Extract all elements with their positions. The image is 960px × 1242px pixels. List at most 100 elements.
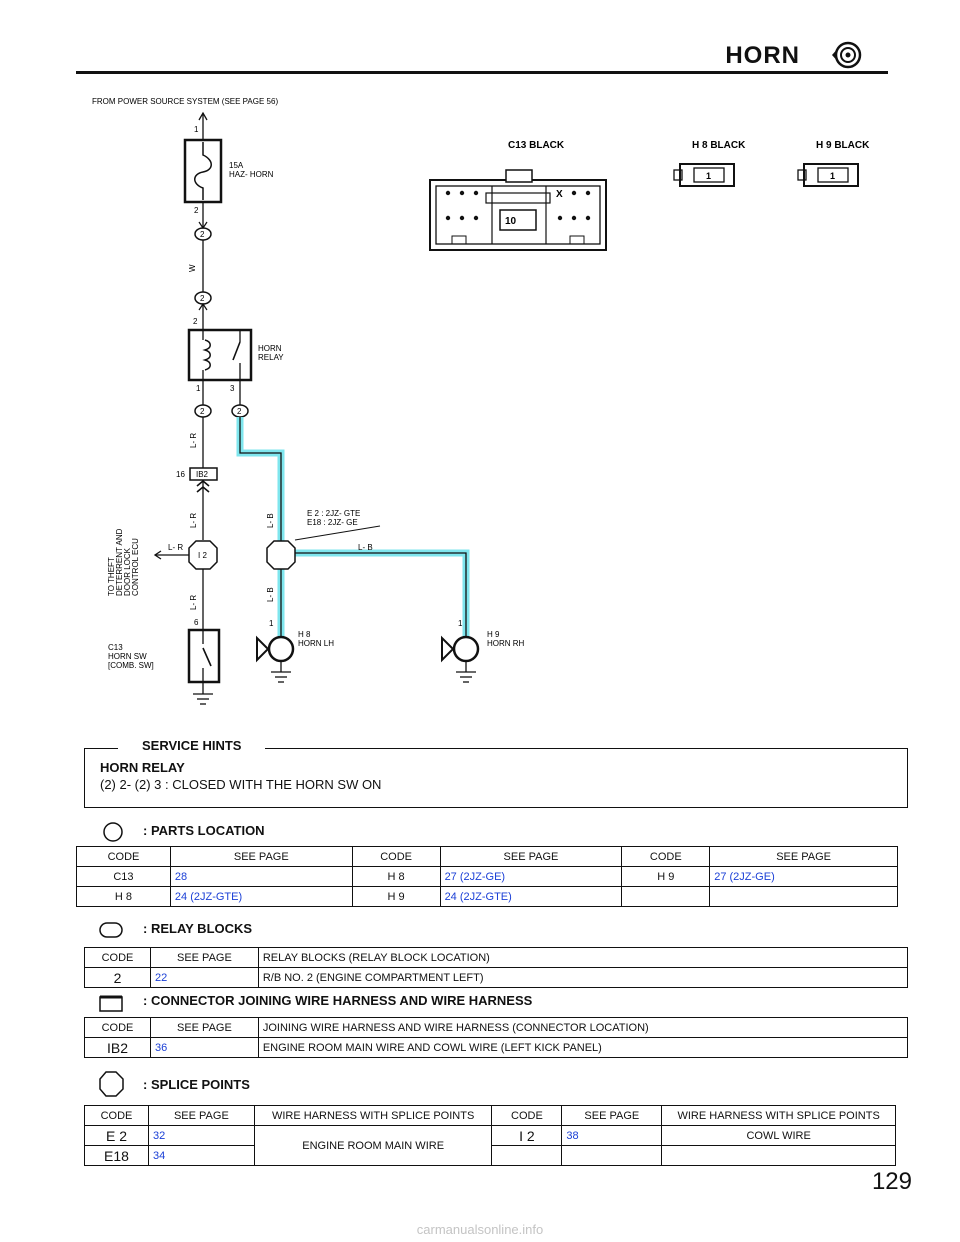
splice-octagon-icon (99, 1071, 124, 1097)
h8-connector-title: H 8 BLACK (692, 140, 746, 151)
service-hints-caption: SERVICE HINTS (118, 738, 266, 753)
svg-text:I 2: I 2 (198, 551, 207, 560)
wire-lb-label-3: L- B (266, 587, 275, 602)
h9-connector-title: H 9 BLACK (816, 140, 870, 151)
horn-rh-label: HORN RH (487, 639, 525, 648)
watermark: carmanualsonline.info (416, 1222, 544, 1237)
fuse-amp-label: 15A (229, 161, 244, 170)
splice-e (266, 540, 296, 570)
relay-label-2: RELAY (258, 353, 284, 362)
service-hints-relay-title: HORN RELAY (100, 760, 185, 775)
fuse-pin-bottom: 2 (194, 206, 199, 215)
c13-pin-x: X (556, 189, 563, 200)
h9-connector-face (797, 163, 859, 187)
h9-pin-1: 1 (830, 171, 835, 181)
circle-icon (103, 822, 123, 842)
horn-sw-label: HORN SW (108, 652, 147, 661)
page-title: HORN (725, 42, 800, 69)
relay-pin-1: 1 (196, 384, 201, 393)
svg-text:2: 2 (237, 407, 242, 416)
horn-rh (441, 635, 480, 672)
fuse-name-label: HAZ- HORN (229, 170, 274, 179)
oval-icon (99, 922, 123, 938)
svg-text:CONTROL ECU: CONTROL ECU (131, 538, 140, 596)
page-number: 129 (871, 1168, 912, 1195)
parts-location-heading: : PARTS LOCATION (143, 823, 265, 838)
header-rule (76, 71, 888, 74)
service-hints-line: (2) 2- (2) 3 : CLOSED WITH THE HORN SW O… (100, 777, 382, 792)
wire-lb-path (236, 417, 470, 642)
splice-e-label-1: E 2 : 2JZ- GTE (307, 509, 360, 518)
horn-lh (256, 635, 295, 672)
service-hints-box (84, 748, 908, 808)
relay-block-oval-3: 2 (194, 404, 212, 418)
svg-text:TO THEFT: TO THEFT (107, 557, 116, 596)
c13-pin-10: 10 (505, 216, 517, 227)
svg-text:2: 2 (200, 294, 205, 303)
h8-connector-face (673, 163, 735, 187)
ib2-pin: 16 (176, 470, 185, 479)
splice-points-heading: : SPLICE POINTS (143, 1077, 250, 1092)
wire-lr-label-3: L- R (168, 543, 183, 552)
splice-i2: I 2 (188, 540, 218, 570)
horn-lh-code: H 8 (298, 630, 311, 639)
splice-e-label-2: E18 : 2JZ- GE (307, 518, 358, 527)
horn-lh-label: HORN LH (298, 639, 334, 648)
svg-text:IB2: IB2 (196, 470, 209, 479)
wire-lr-label-4: L- R (189, 595, 198, 610)
relay-pin-3: 3 (230, 384, 235, 393)
theft-ecu-label: TO THEFT DETERRENT AND DOOR LOCK CONTROL… (107, 528, 140, 596)
horn-icon (832, 41, 862, 69)
ground-symbol-3 (456, 671, 476, 683)
wire-lr-label-1: L- R (189, 433, 198, 448)
horn-rh-pin: 1 (458, 619, 463, 628)
relay-label-1: HORN (258, 344, 282, 353)
fuse-pin-top: 1 (194, 125, 199, 134)
connector-joining-heading: : CONNECTOR JOINING WIRE HARNESS AND WIR… (143, 993, 533, 1008)
c13-connector-title: C13 BLACK (508, 140, 565, 151)
horn-relay (187, 328, 253, 382)
ground-symbol-2 (271, 671, 291, 683)
connector-rect-icon (99, 995, 123, 1012)
horn-sw-code: C13 (108, 643, 123, 652)
c13-connector-face (429, 169, 607, 251)
horn-lh-pin: 1 (269, 619, 274, 628)
wire-lb-label-2: L- B (358, 543, 373, 552)
svg-text:2: 2 (200, 230, 205, 239)
horn-sw-sub: [COMB. SW] (108, 661, 154, 670)
relay-block-oval-1: 2 (194, 227, 212, 241)
svg-text:2: 2 (200, 407, 205, 416)
svg-text:DOOR LOCK: DOOR LOCK (123, 547, 132, 596)
horn-sw-pin: 6 (194, 618, 199, 627)
horn-switch (187, 628, 221, 684)
c13-pins (445, 190, 591, 221)
wire-lb-label-1: L- B (266, 513, 275, 528)
h8-pin-1: 1 (706, 171, 711, 181)
fuse-15a (183, 138, 223, 204)
horn-rh-code: H 9 (487, 630, 500, 639)
power-source-label: FROM POWER SOURCE SYSTEM (SEE PAGE 56) (92, 97, 278, 106)
svg-text:DETERRENT AND: DETERRENT AND (115, 528, 124, 596)
relay-block-oval-4: 2 (231, 404, 249, 418)
relay-block-oval-2: 2 (194, 291, 212, 305)
wire-lr-label-2: L- R (189, 513, 198, 528)
wire-w-label: W (188, 264, 197, 272)
ground-symbol-1 (193, 693, 213, 705)
relay-coil-pin: 2 (193, 317, 198, 326)
connector-ib2: IB2 (189, 467, 218, 481)
wiring-diagram: FROM POWER SOURCE SYSTEM (SEE PAGE 56) 1… (92, 97, 870, 705)
relay-blocks-heading: : RELAY BLOCKS (143, 921, 253, 936)
